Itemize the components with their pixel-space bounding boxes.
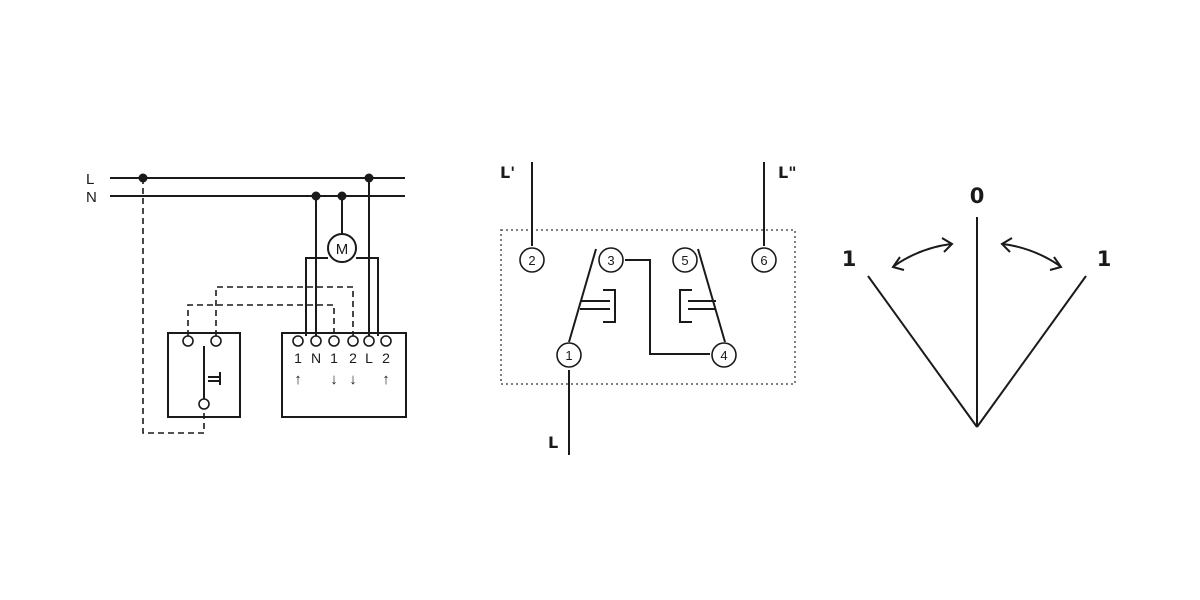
terminal-label: 2 <box>382 350 390 366</box>
contact-lever <box>697 248 726 343</box>
controller-terminal <box>328 335 340 347</box>
double-arrow-icon <box>1002 243 1061 267</box>
terminal-5 <box>672 247 698 273</box>
arrow-head-icon <box>891 256 905 271</box>
arrow-head-icon <box>941 237 954 253</box>
motor-wire <box>356 257 379 336</box>
motor-label: M <box>336 241 349 258</box>
position-1-right-label: 1 <box>1097 247 1112 271</box>
terminal-number: 6 <box>760 253 767 268</box>
terminal-number: 5 <box>681 253 688 268</box>
terminal-label: L <box>365 350 373 366</box>
dashed-control-wire <box>187 304 335 336</box>
controller-terminal <box>347 335 359 347</box>
controller-terminal <box>380 335 392 347</box>
terminal-1 <box>556 342 582 368</box>
contact-lever <box>568 248 597 343</box>
switch-contact-diagram: L' L" L 2 3 5 6 1 4 <box>500 162 797 455</box>
switch-position-diagram: 0 1 1 <box>842 184 1112 428</box>
up-arrow-icon: ↑ <box>294 371 302 388</box>
controller-terminal <box>310 335 322 347</box>
terminal-label: 2 <box>349 350 357 366</box>
terminal-number: 4 <box>720 348 727 363</box>
terminal-label: 1 <box>330 350 338 366</box>
switch-mechanism-icon <box>580 289 616 323</box>
up-arrow-icon: ↑ <box>382 371 390 388</box>
terminal-label: 1 <box>294 350 302 366</box>
switch-box <box>167 332 241 418</box>
arrow-head-icon <box>1049 256 1063 271</box>
l-double-prime-label: L" <box>778 163 797 182</box>
switch-actuator-icon <box>208 372 221 385</box>
position-line-right <box>976 275 1087 428</box>
installation-wiring-diagram: L N M 1 N <box>86 171 407 434</box>
down-arrow-icon: ↓ <box>330 371 338 388</box>
switch-mechanism-icon <box>679 289 716 323</box>
motor-symbol <box>327 233 357 263</box>
switch-terminal <box>198 398 210 410</box>
switch-housing-outline <box>500 229 796 385</box>
terminal-number: 1 <box>565 348 572 363</box>
terminal-label: N <box>311 350 321 366</box>
terminal-number: 2 <box>528 253 535 268</box>
terminal-6 <box>751 247 777 273</box>
bridge-wire <box>625 259 710 355</box>
terminal-4 <box>711 342 737 368</box>
terminal-2 <box>519 247 545 273</box>
dashed-control-wire <box>215 286 354 336</box>
down-arrow-icon: ↓ <box>349 371 357 388</box>
controller-terminal <box>292 335 304 347</box>
motor-wire <box>305 257 328 336</box>
position-1-left-label: 1 <box>842 247 857 271</box>
double-arrow-icon <box>893 243 952 267</box>
switch-terminal <box>182 335 194 347</box>
controller-box <box>281 332 407 418</box>
terminal-3 <box>598 247 624 273</box>
arrow-head-icon <box>1000 237 1013 253</box>
line-bus-label: L <box>86 171 94 188</box>
neutral-bus-label: N <box>86 189 97 206</box>
l-prime-label: L' <box>500 163 515 182</box>
l-input-label: L <box>548 433 558 452</box>
switch-terminal <box>210 335 222 347</box>
terminal-number: 3 <box>607 253 614 268</box>
dashed-feed-wire <box>142 178 205 434</box>
position-0-label: 0 <box>970 184 985 208</box>
controller-terminal <box>363 335 375 347</box>
position-line-left <box>867 275 978 428</box>
